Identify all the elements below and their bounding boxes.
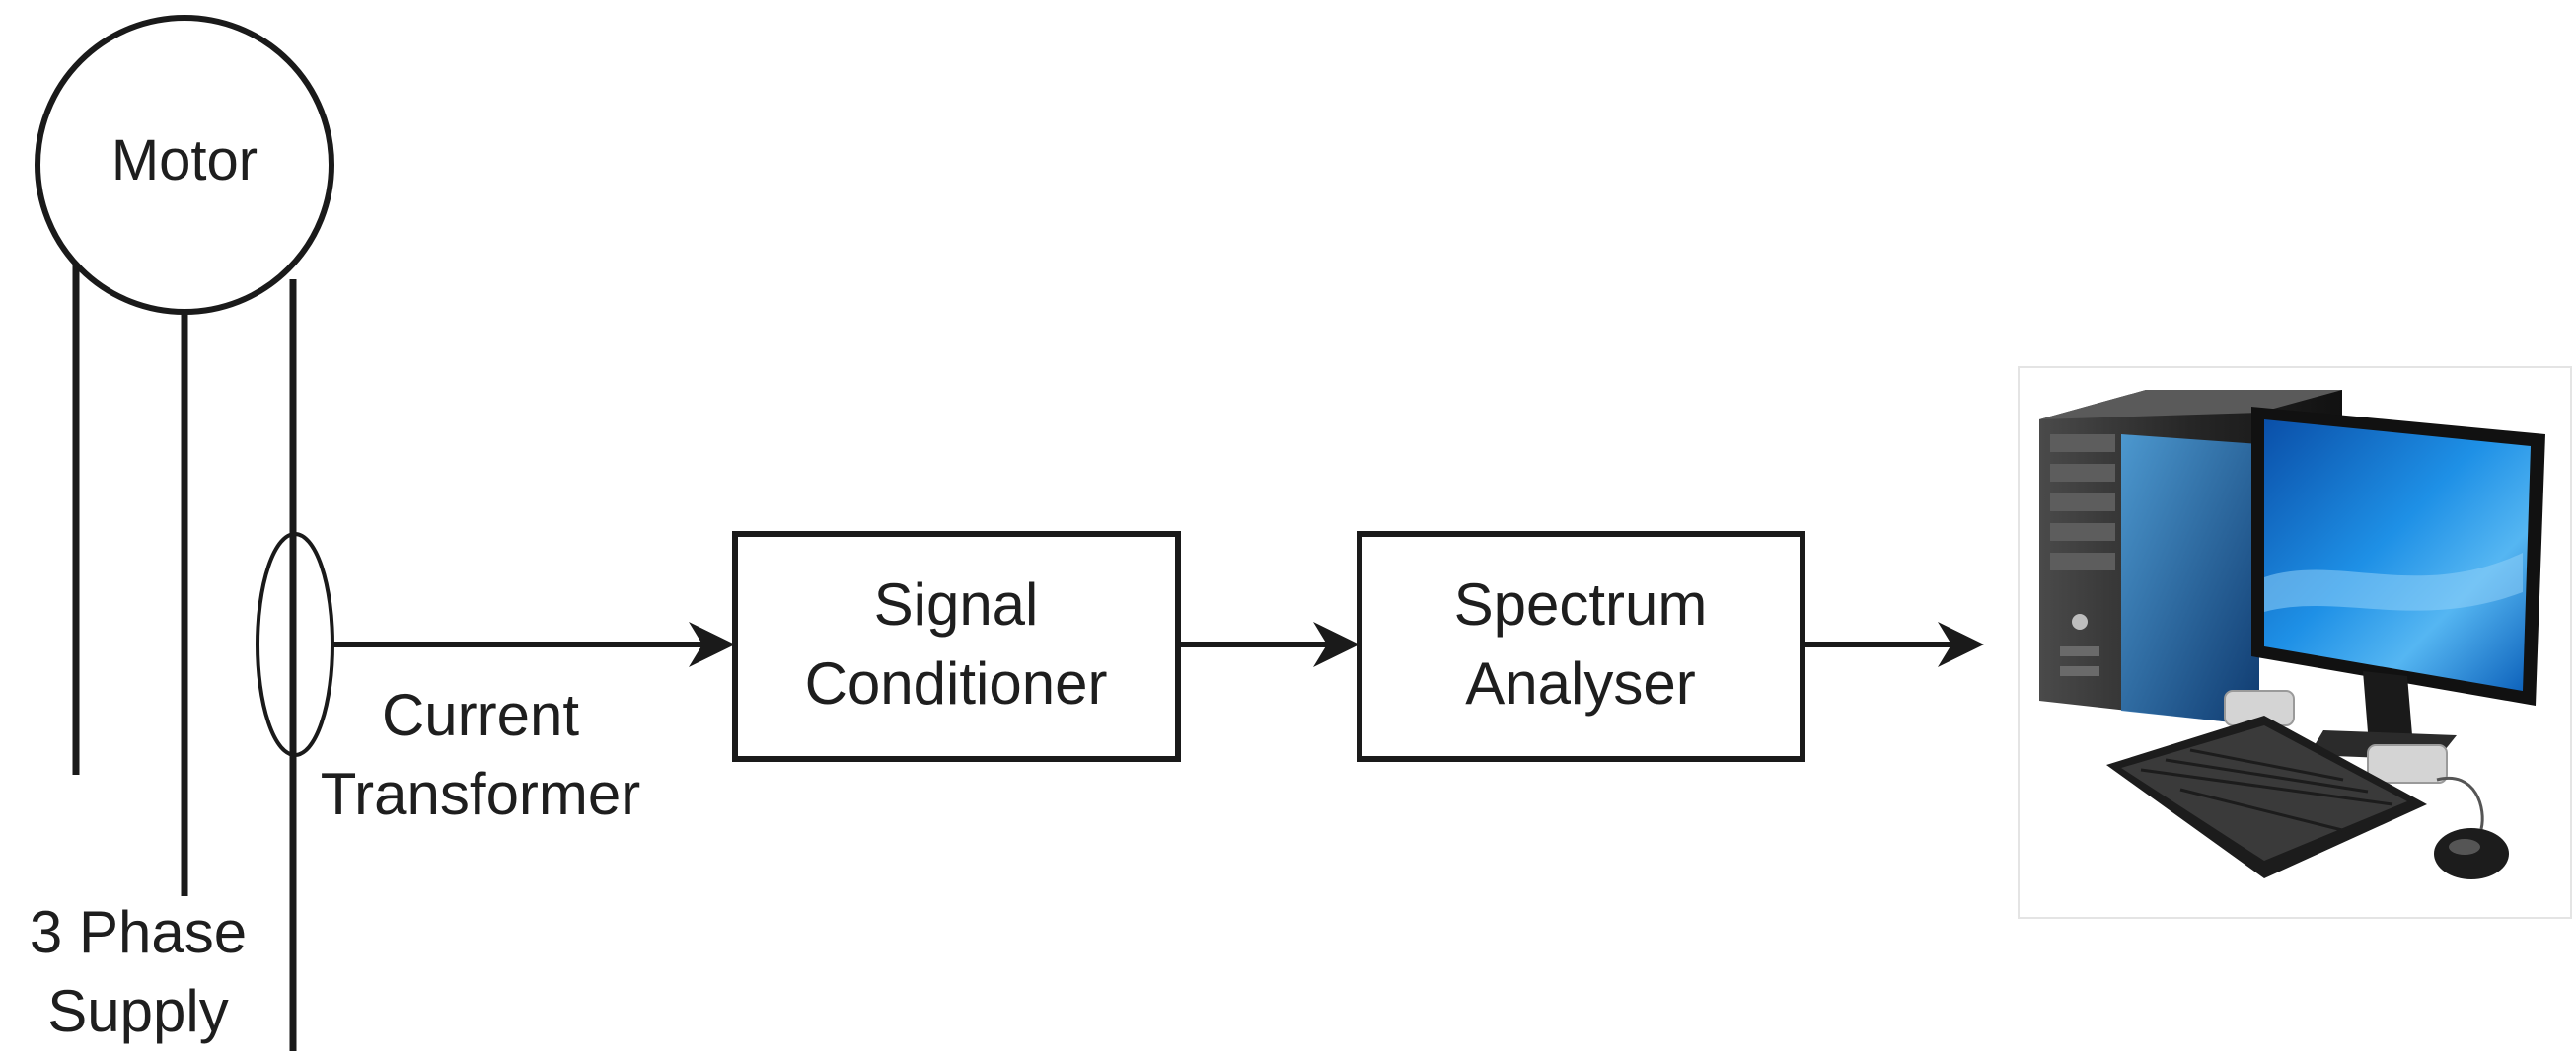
desktop-computer-icon: [2018, 366, 2572, 919]
spectrum-analyser-box: [1357, 531, 1805, 762]
computer-speaker-right: [2367, 744, 2448, 784]
spectrum-analyser-line1: Spectrum: [1454, 571, 1708, 638]
signal-conditioner-block: Signal Conditioner: [732, 531, 1181, 762]
computer-monitor: [2251, 407, 2545, 760]
supply-label-line1: 3 Phase: [30, 899, 247, 965]
computer-tower: [2039, 390, 2342, 725]
spectrum-analyser-line2: Analyser: [1465, 650, 1695, 717]
arrow-ct-to-conditioner: [332, 622, 735, 667]
signal-conditioner-box: [732, 531, 1181, 762]
signal-conditioner-line1: Signal: [874, 571, 1039, 638]
supply-label-line2: Supply: [47, 978, 228, 1044]
spectrum-analyser-block: Spectrum Analyser: [1357, 531, 1805, 762]
motor-label: Motor: [111, 128, 258, 192]
ct-label-line1: Current: [382, 682, 579, 748]
arrow-analyser-to-computer: [1803, 622, 1984, 667]
ct-label-line2: Transformer: [321, 761, 641, 827]
computer-keyboard: [2106, 716, 2427, 878]
motor-node: Motor: [35, 15, 334, 315]
signal-conditioner-line2: Conditioner: [805, 650, 1108, 717]
mouse-cable: [2436, 776, 2484, 830]
supply-lines: [72, 265, 297, 1051]
arrow-conditioner-to-analyser: [1178, 622, 1360, 667]
